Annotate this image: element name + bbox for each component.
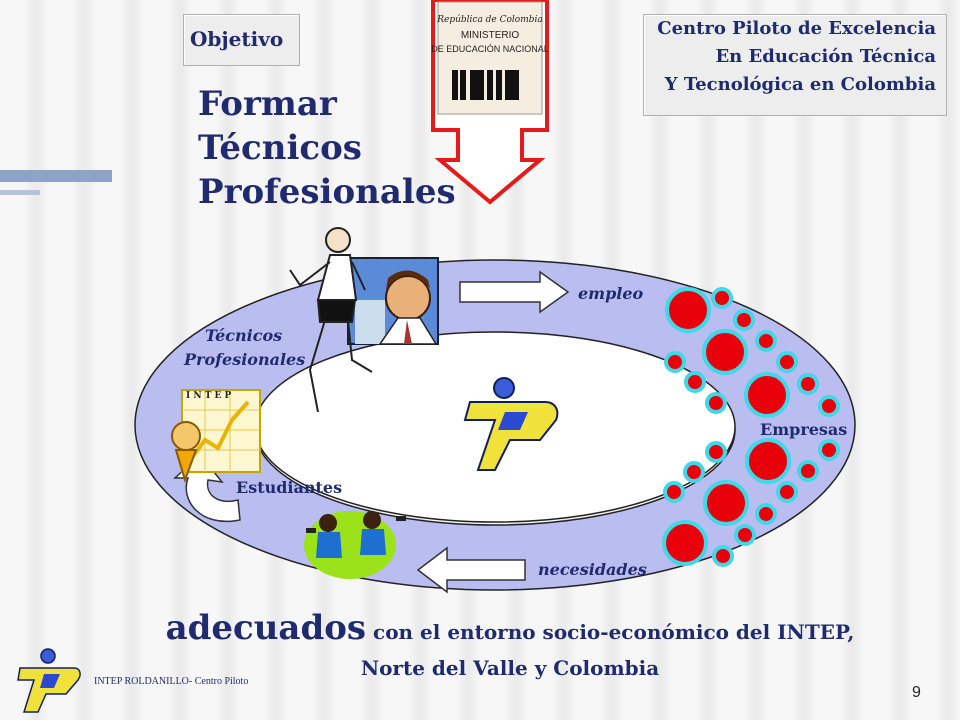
estudiantes-label: Estudiantes — [236, 478, 343, 497]
title-line-2: Técnicos — [198, 128, 362, 168]
objetivo-box: Objetivo — [183, 14, 300, 66]
students-exercising-icon — [304, 511, 406, 579]
bottom-line-1: con el entorno socio-económico del INTEP… — [366, 620, 855, 644]
centro-line-2: En Educación Técnica — [715, 46, 936, 67]
sidebar-accent-bar — [0, 170, 112, 182]
necesidades-label: necesidades — [538, 560, 647, 579]
necesidades-arrow-icon — [416, 546, 526, 594]
intep-footer-logo-icon — [17, 648, 81, 713]
bottom-statement: adecuados con el entorno socio-económico… — [90, 610, 930, 686]
page-number: 9 — [912, 684, 921, 701]
intep-chart-tag: I N T E P — [186, 391, 232, 401]
objetivo-label: Objetivo — [190, 27, 284, 51]
centro-piloto-box: Centro Piloto de Excelencia En Educación… — [643, 14, 947, 116]
ministry-line3: DE EDUCACIÓN NACIONAL — [431, 44, 549, 54]
title-line-1: Formar — [198, 84, 337, 124]
title-block: Formar Técnicos Profesionales — [198, 82, 456, 214]
sidebar-accent-bar-small — [0, 190, 40, 195]
empleo-label: empleo — [578, 284, 644, 303]
title-line-3: Profesionales — [198, 172, 456, 212]
bottom-line-2: Norte del Valle y Colombia — [360, 656, 660, 680]
profesionales-label: Profesionales — [184, 350, 306, 369]
centro-line-1: Centro Piloto de Excelencia — [657, 18, 936, 39]
empleo-arrow-icon — [459, 270, 570, 314]
company-dots — [662, 287, 840, 567]
ministry-logo-arrow: República de Colombia MINISTERIO DE EDUC… — [431, 0, 549, 205]
footer-org-text: INTEP ROLDANILLO- Centro Piloto — [94, 676, 249, 687]
ministry-line1: República de Colombia — [436, 14, 543, 25]
intep-center-logo-icon — [463, 377, 559, 471]
intep-chart-person-icon — [171, 389, 261, 484]
tecnicos-label: Técnicos — [205, 326, 283, 345]
adecuados-word: adecuados — [165, 608, 367, 648]
ministry-line2: MINISTERIO — [461, 30, 520, 41]
empresas-label: Empresas — [760, 420, 848, 439]
centro-line-3: Y Tecnológica en Colombia — [664, 74, 936, 95]
businessman-icon — [347, 257, 439, 345]
ministry-emblem-icon — [452, 70, 519, 100]
runner-woman-icon — [289, 227, 373, 413]
